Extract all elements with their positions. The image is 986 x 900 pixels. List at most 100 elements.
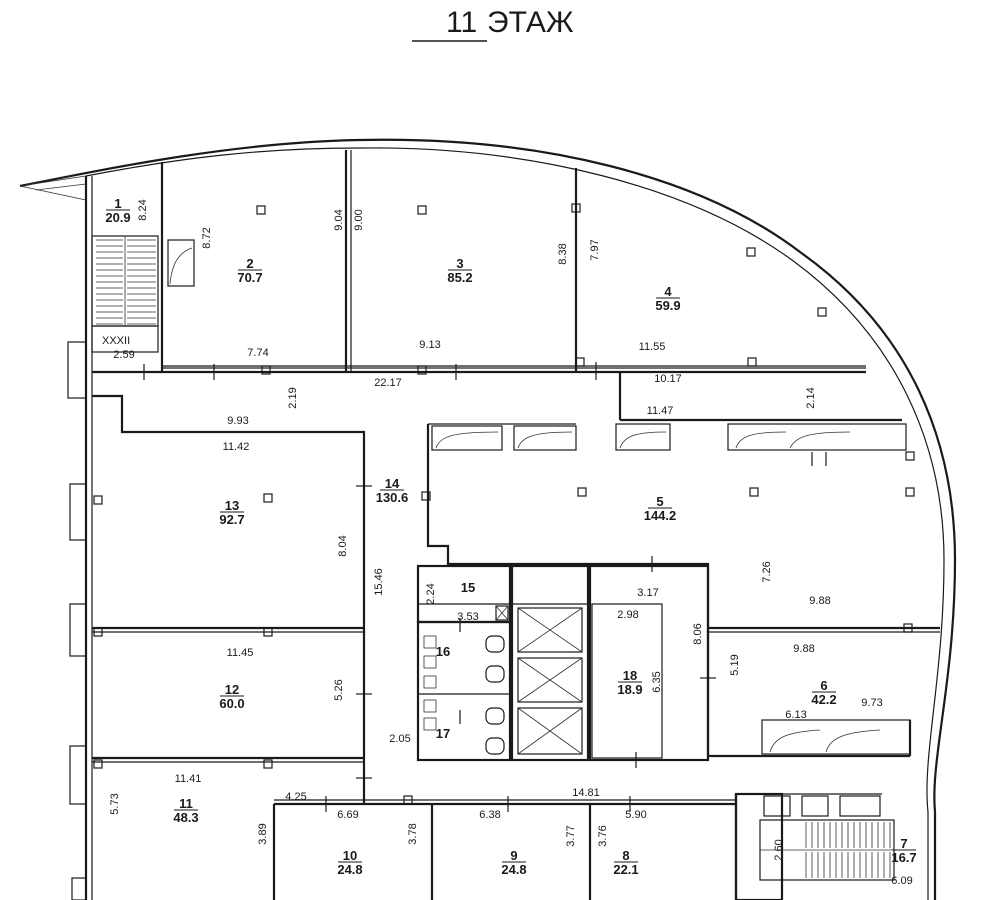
room-7-number: 7 [900,836,907,851]
dimension-label: 6.13 [785,709,806,721]
room-12-number: 12 [225,682,239,697]
dimension-label: 7.74 [247,347,268,359]
door-marks [143,362,716,812]
room-5-area: 144.2 [644,508,677,523]
dimension-label: 8.06 [692,623,704,644]
building-shell [19,138,957,900]
dimension-label: 9.04 [333,209,345,230]
dimension-label: 15.46 [373,568,385,596]
room-2-area: 70.7 [237,270,262,285]
toilet-icon [485,707,505,725]
sink-icon [423,655,437,669]
room-2-number: 2 [246,256,253,271]
room-11-number: 11 [179,796,193,811]
dimension-label: 7.26 [761,561,773,582]
room-13-number: 13 [225,498,239,513]
dimension-label: 9.93 [227,415,248,427]
dimension-label: 8.24 [137,199,149,220]
dimension-label: 9.00 [353,209,365,230]
dimension-label: 8.72 [201,227,213,248]
staircase-1 [91,235,195,353]
dimension-label: 11.41 [175,773,202,785]
dimension-label: 5.90 [625,809,646,821]
dimension-label: 6.09 [891,875,912,887]
room-14-area: 130.6 [376,490,409,505]
floor-number: 11 [446,6,477,39]
toilet-icon [485,665,505,683]
room-8-number: 8 [622,848,629,863]
dimension-label: 3.76 [597,825,609,846]
dimension-label: 10.17 [654,373,682,385]
dimension-label: 5.26 [333,679,345,700]
room-7-area: 16.7 [891,850,916,865]
dimension-label: 3.89 [257,823,269,844]
dimension-label: 2.98 [617,609,638,621]
dimension-label: 5.73 [109,793,121,814]
dimension-label: 4.25 [285,791,306,803]
room-1-number: 1 [114,196,121,211]
dimension-label: 8.04 [337,535,349,556]
dimension-label: 2.59 [113,349,134,361]
sink-icon [423,717,437,731]
dimension-label: 6.69 [337,809,358,821]
floor-word: ЭТАЖ [487,6,574,39]
room-6-area: 42.2 [811,692,836,707]
dimension-label: 3.78 [407,823,419,844]
room-12-area: 60.0 [219,696,244,711]
walls-top [92,150,866,374]
room-4-number: 4 [664,284,672,299]
stair-label: XXXII [102,335,130,347]
room-17-number: 17 [436,726,450,741]
dimension-label: 8.38 [557,243,569,264]
dimension-label: 5.19 [729,654,741,675]
dimension-label: 6.35 [651,671,663,692]
room-14-number: 14 [385,476,400,491]
dimension-label: 3.17 [637,587,658,599]
room-9-number: 9 [510,848,517,863]
walls-middle [92,372,940,900]
room-18-number: 18 [623,668,637,683]
room-13-area: 92.7 [219,512,244,527]
dimension-label: 9.88 [793,643,814,655]
dimension-label: 11.45 [227,647,254,659]
room-9-area: 24.8 [501,862,526,877]
dimension-label: 9.73 [861,697,882,709]
room-16-number: 16 [436,644,450,659]
dimension-label: 6.38 [479,809,500,821]
dimension-label: 9.88 [809,595,830,607]
room-1-area: 20.9 [105,210,130,225]
dimension-label: 22.17 [374,377,402,389]
dimension-label: 11.47 [647,405,674,417]
dimension-label: 3.77 [565,825,577,846]
dimension-label: 2.24 [425,583,437,604]
room-15-number: 15 [461,580,475,595]
room-8-area: 22.1 [613,862,638,877]
staircase-2 [734,792,895,900]
room-3-number: 3 [456,256,463,271]
room-18-area: 18.9 [617,682,642,697]
dimension-label: 3.53 [457,611,478,623]
dimension-label: 14.81 [572,787,600,799]
room-4-area: 59.9 [655,298,680,313]
toilet-icon [485,737,505,755]
sink-icon [423,675,437,689]
dimension-label: 2.14 [805,387,817,408]
room-11-area: 48.3 [173,810,198,825]
room-6-number: 6 [820,678,827,693]
room-10-area: 24.8 [337,862,362,877]
building-core [416,564,710,762]
dimension-label: 11.55 [639,341,666,353]
columns [93,203,915,805]
dimension-label: 7.97 [589,239,601,260]
room-10-number: 10 [343,848,357,863]
dimension-label: 2.05 [389,733,410,745]
dimension-label: 9.13 [419,339,440,351]
sink-icon [423,635,437,649]
dimension-label: 11.42 [223,441,250,453]
room-3-area: 85.2 [447,270,472,285]
sink-icon [423,699,437,713]
dimension-label: 2.60 [773,839,785,860]
dimension-label: 2.19 [287,387,299,408]
toilet-icon [485,635,505,653]
